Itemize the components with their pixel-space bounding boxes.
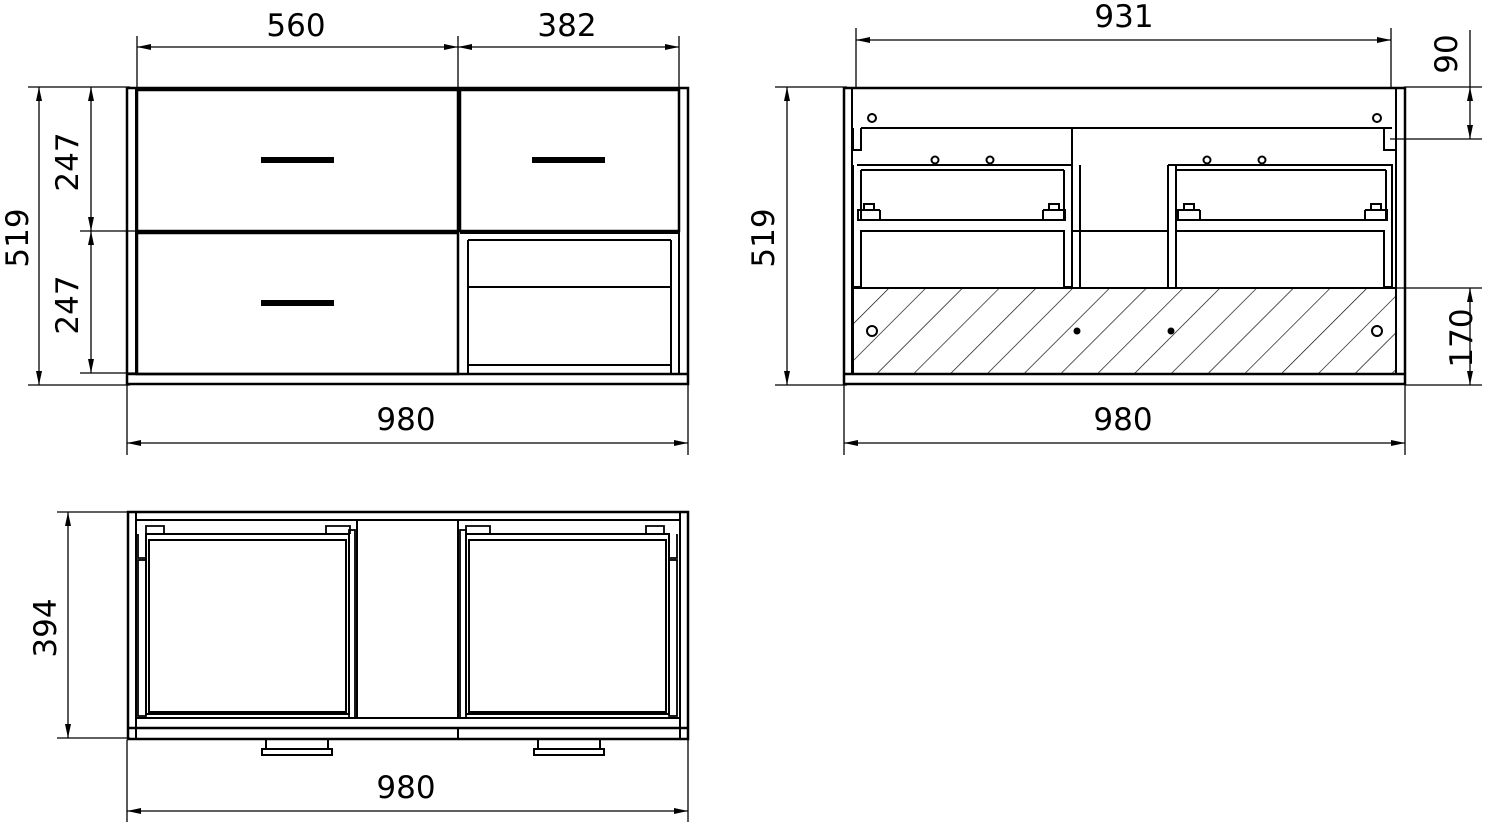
handle-upper-right: [532, 157, 605, 163]
dim-247-upper: 247: [50, 132, 86, 191]
drawer-upper-left: [135, 88, 460, 233]
rear-view: 931 90 519: [746, 0, 1482, 455]
top-drawer-right: [459, 525, 678, 719]
rear-left-dimension: 519: [746, 86, 847, 386]
front-cabinet: [125, 86, 690, 386]
hatched-panel: [852, 287, 1397, 375]
dim-931: 931: [1094, 0, 1153, 35]
dim-519-front: 519: [0, 208, 36, 267]
rear-cabinet: [842, 86, 1407, 386]
rear-right-bottom-dimension: 170: [1396, 287, 1482, 386]
top-handle-right: [533, 739, 605, 756]
top-bottom-dimension: 980: [126, 740, 689, 822]
front-bottom-dimension: 980: [126, 384, 689, 455]
dim-560: 560: [266, 8, 325, 44]
dim-980-rear: 980: [1093, 402, 1152, 438]
front-top-dimension: 560 382: [136, 8, 680, 90]
drawer-lower-left: [135, 231, 460, 376]
rear-top-dimension: 931: [855, 0, 1392, 88]
dim-247-lower: 247: [50, 275, 86, 334]
handle-upper-left: [261, 157, 334, 163]
top-handle-left: [261, 739, 333, 756]
drawer-upper-right: [458, 88, 681, 233]
rear-drawer-left: [852, 155, 1073, 288]
top-left-dimension: 394: [28, 511, 130, 739]
dim-980-front: 980: [376, 402, 435, 438]
front-left-dimension: 519 247 247: [0, 86, 137, 386]
top-view: 394: [28, 510, 690, 822]
dim-382: 382: [537, 8, 596, 44]
top-cabinet: [126, 510, 690, 756]
open-shelf: [460, 232, 679, 374]
dim-519-rear: 519: [746, 208, 782, 267]
front-view: 560 382 519 247 247: [0, 8, 690, 455]
dim-980-top: 980: [376, 770, 435, 806]
dim-90: 90: [1429, 34, 1465, 73]
handle-lower-left: [261, 300, 334, 306]
top-drawer-left: [137, 525, 356, 719]
rear-drawer-right: [1168, 155, 1393, 288]
dim-394: 394: [28, 598, 64, 657]
rear-bottom-dimension: 980: [843, 384, 1406, 455]
dim-170: 170: [1444, 308, 1480, 367]
